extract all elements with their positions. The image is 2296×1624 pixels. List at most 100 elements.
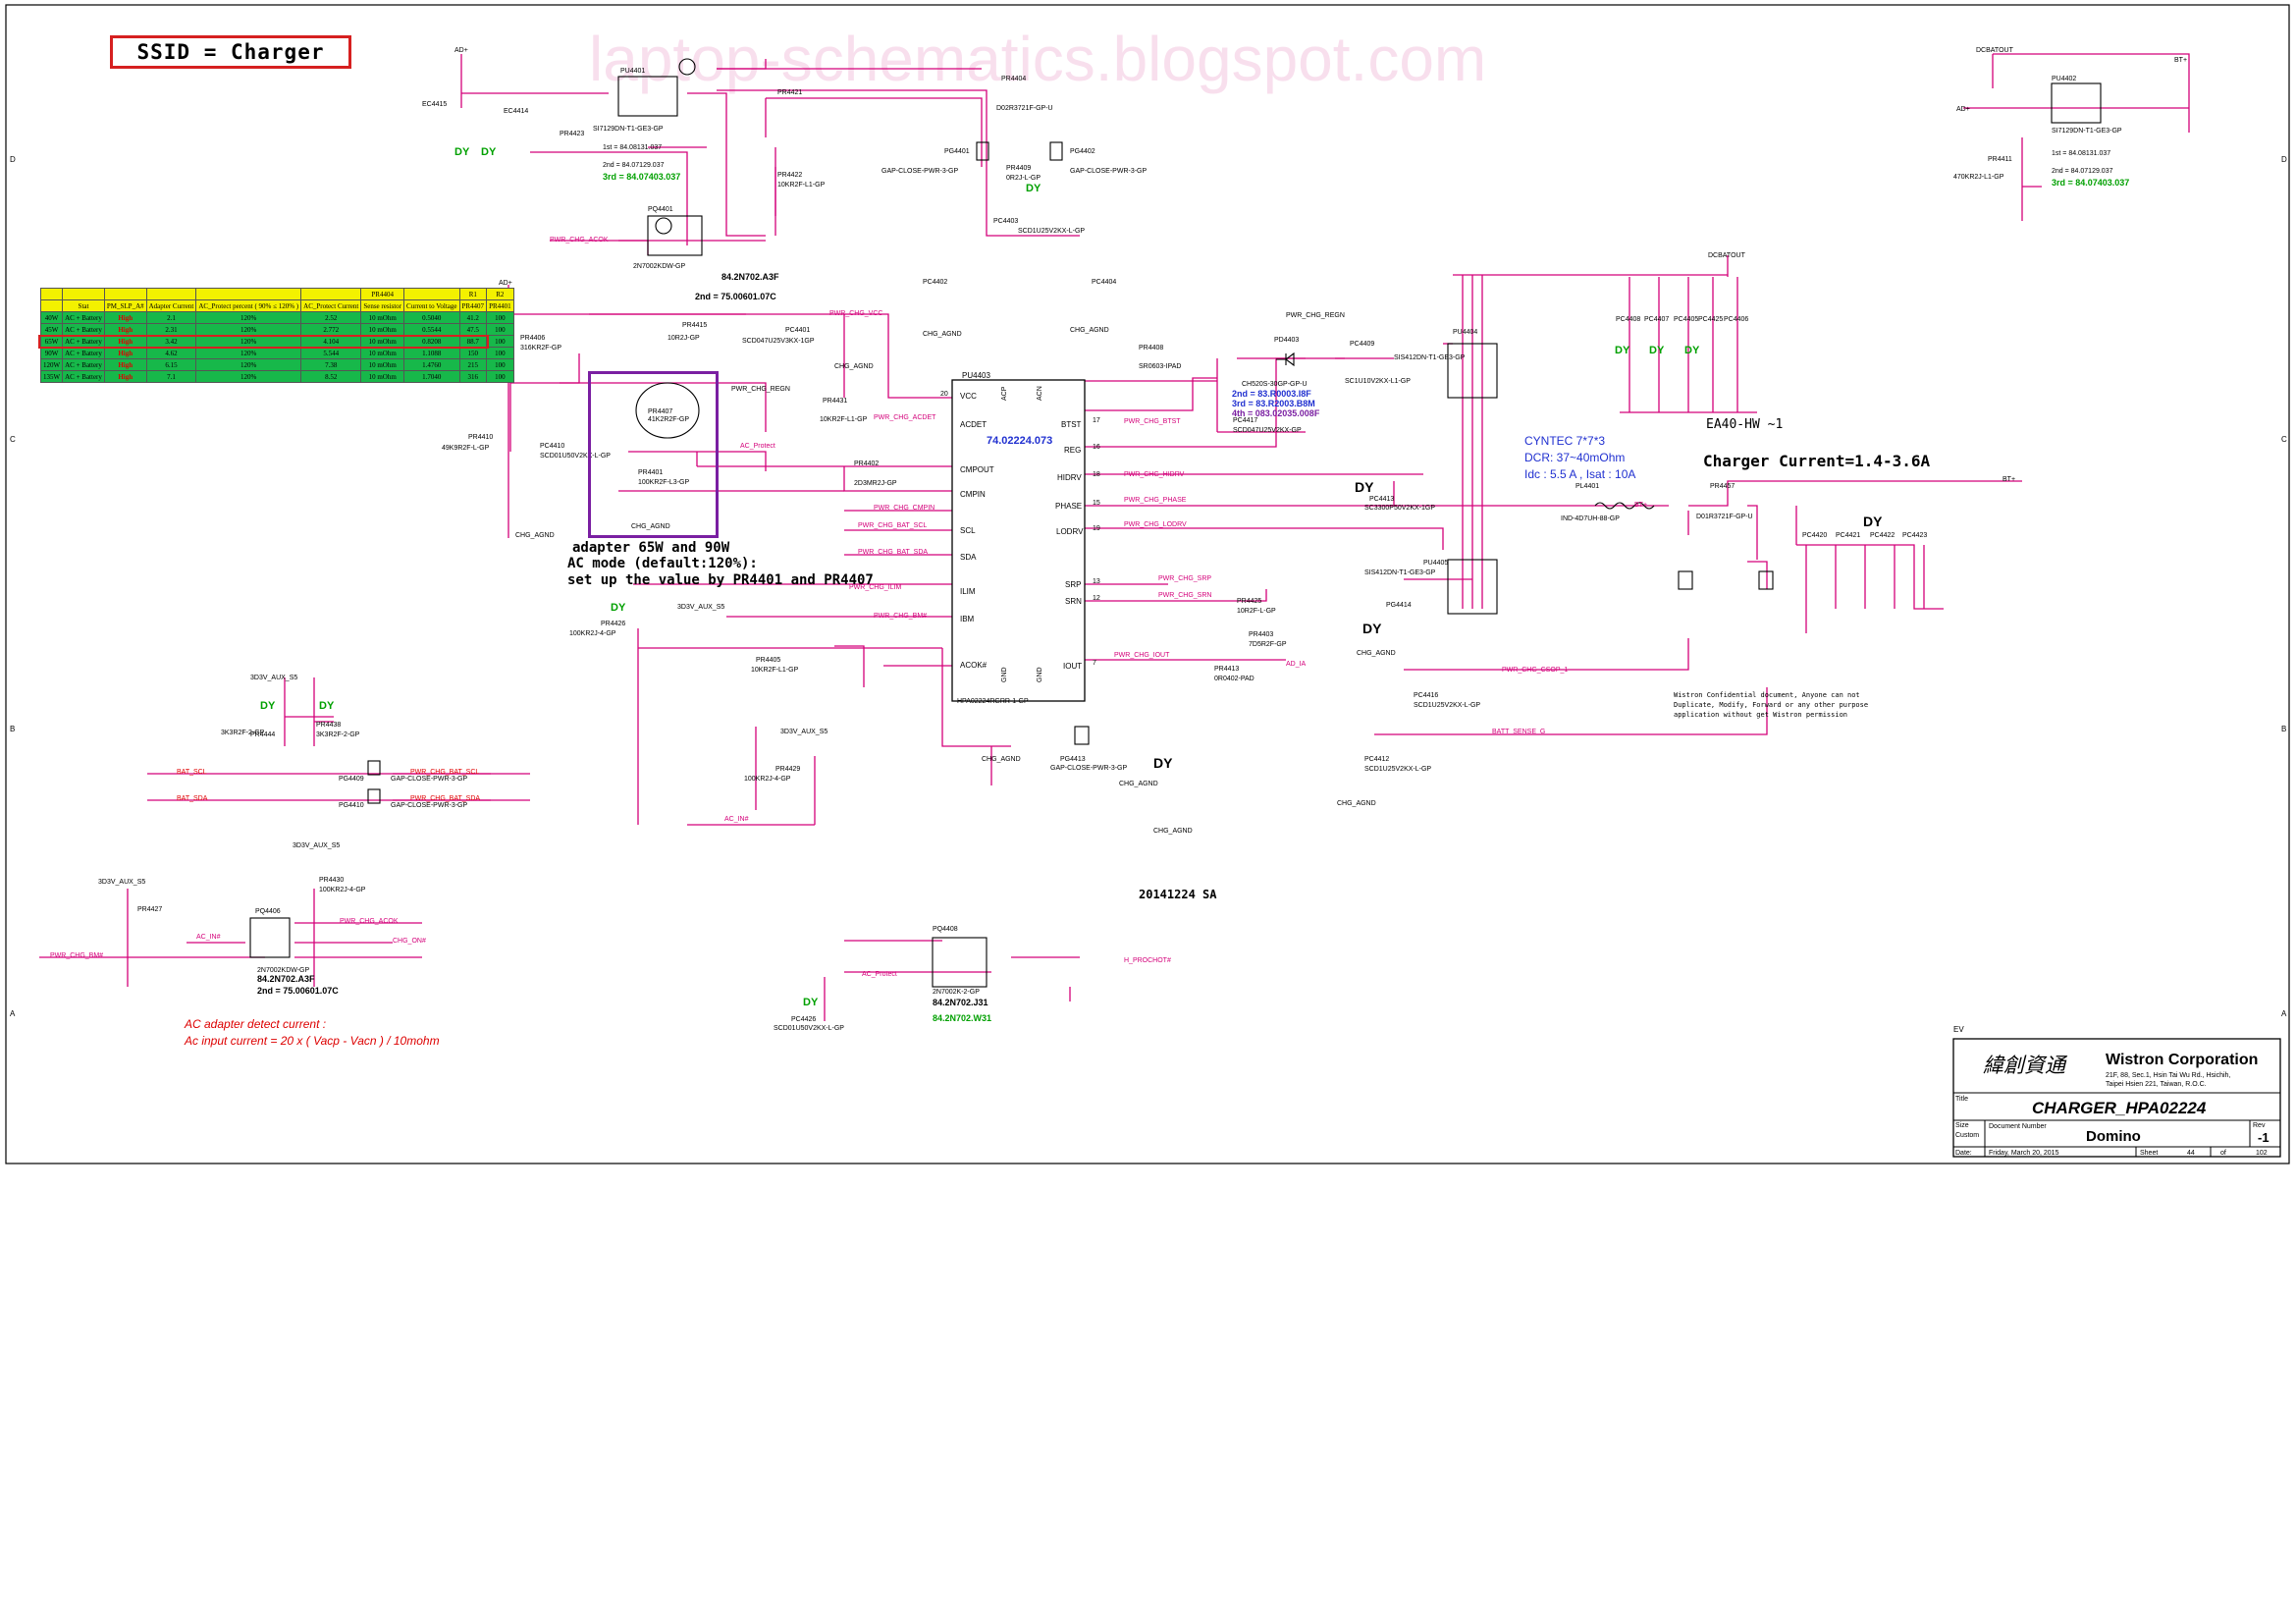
chip-pin-hidrv-num: 18 [1093, 471, 1100, 478]
table-cell: 90W [39, 347, 64, 359]
net-batt-sense-g: BATT_SENSE_G [1492, 729, 1545, 735]
rev-label: Rev [2253, 1122, 2266, 1129]
label-pq4401-alt2: 2nd = 75.00601.07C [695, 292, 776, 301]
table-cell: 120W [39, 358, 64, 371]
label-pr4429-pn: 100KR2J-4-GP [744, 776, 791, 783]
ac-detect-note: AC adapter detect current : Ac input cur… [184, 1017, 440, 1048]
net-pwr-chg-bat-sda: PWR_CHG_BAT_SDA [858, 549, 928, 556]
note-ea40: EA40-HW ~1 [1706, 417, 1783, 432]
label-pr4407-pn: 41K2R2F-GP [648, 416, 689, 423]
chip-pin-ibm: IBM [960, 615, 975, 623]
table-header: PR4407 [458, 299, 488, 312]
label-pr4408-pn: SR0603-IPAD [1139, 363, 1181, 370]
net-pwr-chg-vcc: PWR_CHG_VCC [829, 310, 882, 317]
label-pr4415-pn: 10R2J-GP [667, 335, 700, 342]
note-charger-current: Charger Current=1.4-3.6A [1703, 452, 1931, 470]
table-blank [195, 288, 302, 300]
label-pr4438-pn: 3K3R2F-2-GP [316, 731, 360, 738]
table-cell: 1.7040 [403, 370, 460, 383]
ground-chg-agnd-5: CHG_AGND [1070, 327, 1109, 334]
label-pc4403-pn: SCD1U25V2KX-L-GP [1018, 228, 1085, 235]
protect-highlight-box [588, 371, 719, 538]
label-pr4409-pn: 0R2J-L-GP [1006, 175, 1041, 182]
table-cell: 4.62 [145, 347, 197, 359]
net-pwr-chg-csop: PWR_CHG_CSOP_1 [1502, 667, 1568, 674]
chip-pin-iout-num: 7 [1093, 660, 1096, 667]
label-pc4412-ref: PC4412 [1364, 756, 1389, 763]
net-pwr-chg-cmpin: PWR_CHG_CMPIN [874, 505, 934, 512]
label-pq4406-pn: 2N7002KDW-GP [257, 967, 310, 974]
table-cell: 1.4760 [403, 358, 460, 371]
label-pu4402-alt3: 3rd = 84.07403.037 [2052, 178, 2129, 188]
chip-pin-cmpout: CMPOUT [960, 465, 994, 474]
label-pr4402-ref: PR4402 [854, 460, 879, 467]
label-pg4402-ref: PG4402 [1070, 148, 1095, 155]
label-pc4420-ref: PC4420 [1802, 532, 1827, 539]
net-pwr-chg-ilim: PWR_CHG_ILIM [849, 584, 901, 591]
table-cell: 41.2 [458, 311, 488, 324]
label-pc4417-ref: PC4417 [1233, 417, 1257, 424]
border-letter-a-right: A [2281, 1009, 2287, 1018]
label-pr4423-ref: PR4423 [560, 131, 584, 137]
table-cell: High [103, 347, 147, 359]
label-pc4413-pn: SC3300P50V2KX-1GP [1364, 505, 1435, 512]
label-pg4401-pn: GAP-CLOSE-PWR-3-GP [881, 168, 959, 175]
net-pwr-chg-lodrv: PWR_CHG_LODRV [1124, 521, 1187, 528]
table-cell: High [103, 370, 147, 383]
chip-pin-vcc-num: 20 [940, 391, 948, 398]
label-pg4413-pn: GAP-CLOSE-PWR-3-GP [1050, 765, 1128, 772]
label-pc4408-ref: PC4408 [1616, 316, 1640, 323]
ground-chg-agnd-2: CHG_AGND [631, 523, 670, 530]
label-pc4416-pn: SCD1U25V2KX-L-GP [1414, 702, 1480, 709]
label-pr4403-ref: PR4403 [1249, 631, 1273, 638]
table-cell: 100 [486, 323, 514, 336]
dy-marker-10: DY [1153, 755, 1173, 771]
dy-marker-11: DY [1863, 514, 1883, 529]
label-pd4403-alt3: 4th = 083.02035.008F [1232, 408, 1320, 418]
net-pwr-chg-bat-scl: PWR_CHG_BAT_SCL [858, 522, 927, 529]
chip-pin-acok: ACOK# [960, 661, 988, 670]
chip-pin-phase: PHASE [1055, 502, 1082, 511]
label-pg4401-ref: PG4401 [944, 148, 970, 155]
chip-pin-reg-num: 16 [1093, 444, 1100, 451]
table-cell: AC + Battery [62, 347, 105, 359]
power-3v3-aux-1: 3D3V_AUX_S5 [677, 604, 724, 611]
net-pwr-chg-ibm: PWR_CHG_BM# [50, 952, 103, 959]
label-pr4444-pn: 3K3R2F-2-GP [221, 730, 265, 736]
label-pu4401-ref: PU4401 [620, 68, 645, 75]
label-pd4403-ref: PD4403 [1274, 337, 1299, 344]
pu4404-body [1447, 343, 1498, 399]
label-pr4411-ref: PR4411 [1988, 156, 2012, 163]
label-pr4403-pn: 7D5R2F-GP [1249, 641, 1287, 648]
net-pwr-chg-regn-top: PWR_CHG_REGN [1286, 312, 1345, 319]
chip-pin-ilim: ILIM [960, 587, 976, 596]
power-3v3-aux-3: 3D3V_AUX_S5 [250, 675, 297, 681]
label-pc4416-ref: PC4416 [1414, 692, 1438, 699]
note-confidential-3: application without get Wistron permissi… [1674, 711, 1847, 719]
label-pu4402-alt1: 1st = 84.08131.037 [2052, 150, 2110, 157]
of-value: 102 [2256, 1150, 2268, 1157]
label-pr4431-pn: 10KR2F-L1-GP [820, 416, 868, 423]
border-letter-a: A [10, 1009, 16, 1018]
label-pc4423-ref: PC4423 [1902, 532, 1927, 539]
label-pu4402-ref: PU4402 [2052, 76, 2076, 82]
label-pc4413-ref: PC4413 [1369, 496, 1394, 503]
table-cell: 2.1 [145, 311, 197, 324]
ground-chg-agnd-3: CHG_AGND [834, 363, 874, 370]
label-pr4404-ref: PR4404 [1001, 76, 1026, 82]
label-pu4401-alt3: 3rd = 84.07403.037 [603, 172, 680, 182]
of-label: of [2220, 1150, 2226, 1157]
label-pq4406-ref: PQ4406 [255, 908, 281, 915]
table-cell: 10 mOhm [360, 370, 405, 383]
table-header: PM_SLP_A# [103, 299, 147, 312]
table-cell: 120% [195, 311, 302, 324]
chip-pin-scl: SCL [960, 526, 976, 535]
table-blank [145, 288, 197, 300]
power-bt-r: BT+ [1634, 502, 1647, 509]
label-pl4401-ref: PL4401 [1575, 483, 1599, 490]
table-cell: 7.38 [300, 358, 362, 371]
table-cell: 10 mOhm [360, 311, 405, 324]
label-pc4404-ref: PC4404 [1092, 279, 1116, 286]
net-bat-sda: BAT_SDA [177, 795, 208, 802]
watermark: laptop-schematics.blogspot.com [589, 24, 1486, 94]
